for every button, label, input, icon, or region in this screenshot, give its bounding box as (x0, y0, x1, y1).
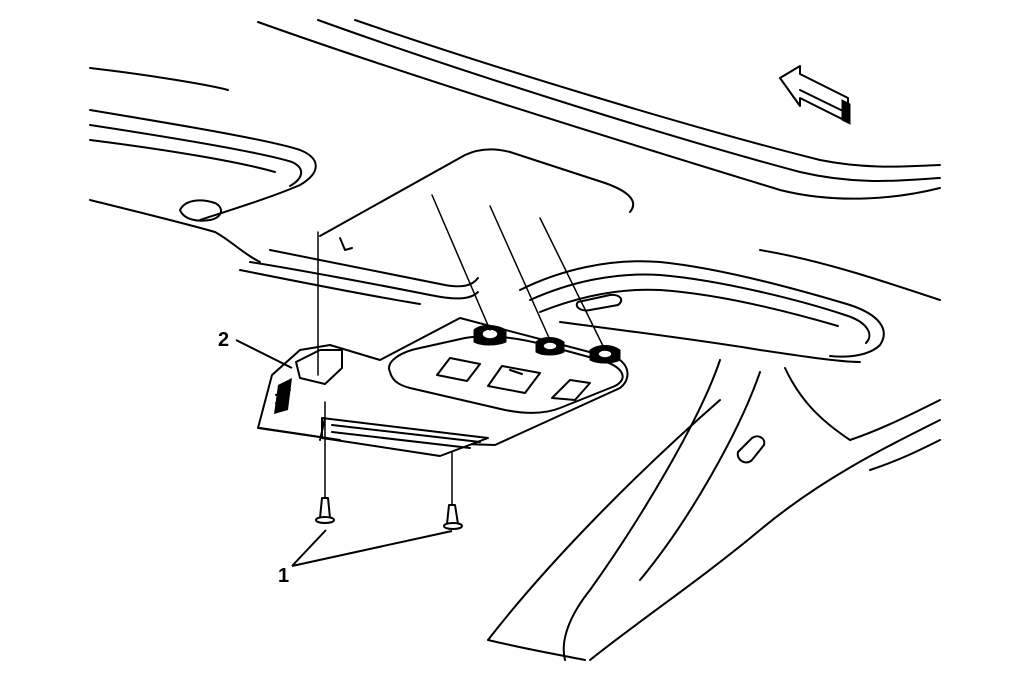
callout-2-leader (235, 339, 293, 369)
forward-arrow-icon (779, 65, 851, 125)
screw (315, 497, 335, 524)
dome-lamp-assembly (257, 317, 629, 457)
callout-2-label: 2 (218, 329, 229, 351)
screw (443, 504, 463, 530)
callout-1-leader (291, 529, 453, 567)
connector-clip (589, 345, 621, 364)
alignment-lines (317, 194, 606, 506)
callout-1-label: 1 (278, 565, 289, 587)
headliner-outline (89, 19, 941, 661)
connector-clip (473, 325, 507, 346)
connector-clip (535, 337, 565, 356)
